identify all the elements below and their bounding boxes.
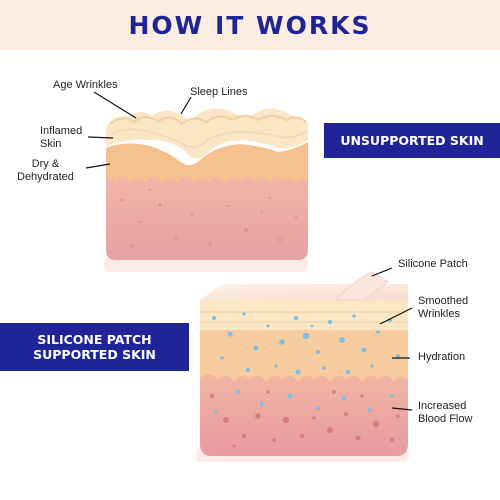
label-sleep-lines: Sleep Lines [190, 86, 248, 98]
supported-skin-badge: SILICONE PATCH SUPPORTED SKIN [0, 323, 189, 371]
supported-skin-block [196, 271, 408, 462]
sleep-line-strokes [109, 128, 307, 148]
dry-dehydrated-layer [106, 142, 308, 184]
block-shadow [104, 258, 308, 272]
smoothed-epidermis-layer [200, 300, 408, 330]
blood-flow-dots [209, 390, 400, 448]
label-smoothed-wrinkles: Smoothed Wrinkles [418, 295, 469, 320]
silicone-patch-corner [335, 271, 389, 301]
hydration-layer [200, 326, 408, 382]
unsupported-leader-lines [85, 91, 192, 169]
age-wrinkle-lines [109, 115, 307, 126]
label-inflamed-skin: Inflamed Skin [40, 125, 83, 150]
page-title: HOW IT WORKS [128, 10, 372, 40]
header-banner: HOW IT WORKS [0, 0, 500, 50]
unsupported-skin-badge: UNSUPPORTED SKIN [324, 123, 500, 158]
dermis-layer [106, 175, 308, 260]
dermis-specks [120, 188, 298, 248]
label-dry-dehydrated: Dry & Dehydrated [17, 158, 74, 183]
label-hydration: Hydration [418, 351, 466, 363]
label-age-wrinkles: Age Wrinkles [53, 79, 118, 91]
dermis-layer [200, 372, 408, 456]
supported-leader-lines [371, 267, 413, 411]
unsupported-skin-block [104, 108, 308, 272]
label-silicone-patch: Silicone Patch [398, 258, 468, 270]
label-increased-blood-flow: Increased Blood Flow [418, 400, 473, 425]
hydration-bubbles [212, 312, 400, 414]
